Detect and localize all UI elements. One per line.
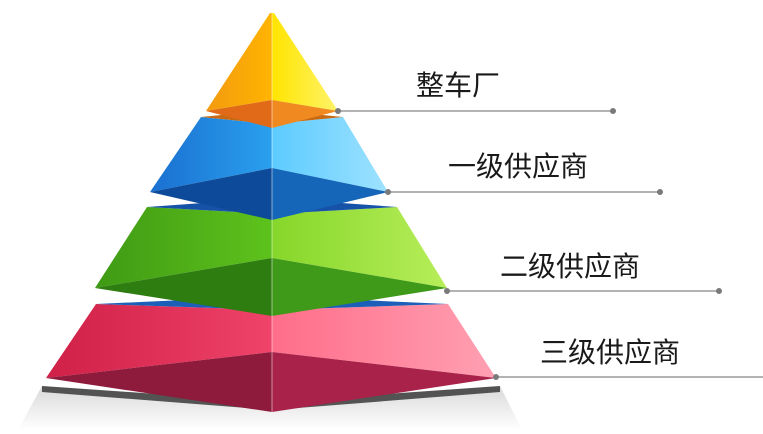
tier-2-blue xyxy=(150,110,388,220)
leader-line-1 xyxy=(335,108,616,114)
tier-1-label: 整车厂 xyxy=(416,69,501,102)
leader-line-3 xyxy=(444,288,722,294)
leader-line-2 xyxy=(385,189,663,195)
leader-line-4 xyxy=(493,374,763,380)
tier-3-label: 二级供应商 xyxy=(500,250,641,283)
tier-4-red xyxy=(46,296,496,412)
tier-3-green xyxy=(95,198,447,316)
tier-4-label: 三级供应商 xyxy=(540,336,681,369)
tier-1-yellow xyxy=(206,13,338,128)
tier-2-label: 一级供应商 xyxy=(448,150,589,183)
